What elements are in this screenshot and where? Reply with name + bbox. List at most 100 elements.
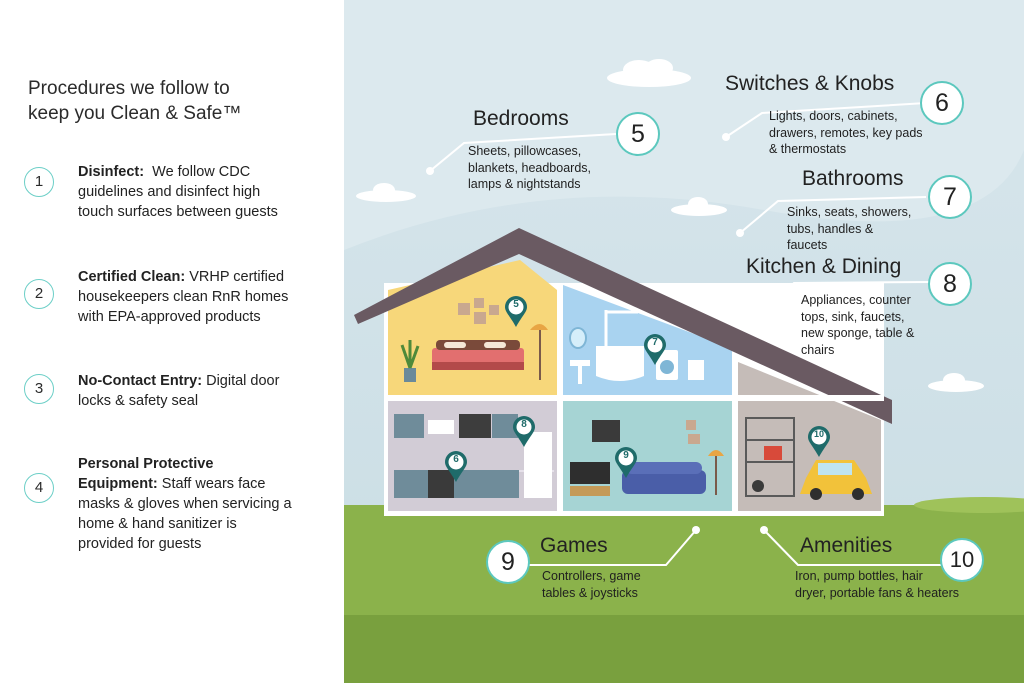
oven: [428, 470, 454, 498]
bulletin-board: [592, 420, 620, 442]
shower-curtain: [604, 310, 638, 350]
pin-number: 9: [623, 450, 629, 461]
pin-icon: 5: [504, 296, 528, 328]
pin-number: 7: [652, 337, 658, 348]
bed: [432, 348, 524, 364]
callout-amenities: Amenities Iron, pump bottles, hair dryer…: [795, 533, 959, 601]
callout-title: Games: [540, 534, 608, 557]
cloud-icon: [671, 197, 727, 216]
kitchen-cabinet: [394, 414, 424, 438]
cloud-icon: [356, 183, 416, 202]
procedure-label: Certified Clean:: [78, 269, 186, 285]
callout-switches-knobs: Switches & Knobs Lights, doors, cabinets…: [725, 71, 923, 158]
callout-line: faucets: [787, 238, 828, 252]
callout-number-badge: 9: [486, 540, 530, 584]
callout-line: tables & joysticks: [542, 585, 638, 600]
mirror: [569, 327, 587, 349]
pin-number: 8: [521, 419, 527, 430]
callout-line: Sheets, pillowcases,: [468, 144, 582, 158]
panel-title-line: Procedures we follow to: [28, 78, 230, 99]
cloud-icon: [607, 59, 691, 87]
procedure-text: No-Contact Entry: Digital door locks & s…: [78, 371, 328, 411]
bathtub: [596, 346, 644, 381]
procedure-label: Personal Protective: [78, 456, 214, 472]
callout-kitchen-dining: Kitchen & Dining Appliances, counter top…: [746, 254, 914, 358]
range-hood: [428, 420, 454, 434]
pin-icon: 9: [614, 447, 638, 479]
grass-hill: [914, 497, 1024, 513]
callout-description: Appliances, counter tops, sink, faucets,…: [801, 292, 914, 358]
callout-line: drawers, remotes, key pads: [769, 125, 923, 140]
callout-bathrooms: Bathrooms Sinks, seats, showers, tubs, h…: [787, 166, 911, 254]
procedure-label: Disinfect:: [78, 164, 145, 180]
procedure-description: locks & safety seal: [78, 393, 199, 409]
callout-line: tops, sink, faucets,: [801, 309, 905, 324]
procedure-description: masks & gloves when servicing a: [78, 496, 292, 512]
plant-pot: [404, 368, 416, 382]
callout-bedrooms: Bedrooms Sheets, pillowcases, blankets, …: [468, 106, 591, 193]
procedure-text: Personal Protective Equipment: Staff wea…: [78, 454, 328, 554]
procedure-description: Staff wears face: [161, 476, 266, 492]
garage-shelf: [745, 417, 795, 497]
panel-title: Procedures we follow to keep you Clean &…: [28, 76, 241, 126]
pin-number: 6: [453, 454, 459, 465]
grass-foreground: [344, 615, 1024, 683]
procedure-description: We follow CDC: [152, 164, 251, 180]
pin-icon: 6: [444, 451, 468, 483]
procedure-description: home & hand sanitizer is: [78, 516, 237, 532]
pin-icon: 7: [643, 334, 667, 366]
sky-swirl: [344, 0, 1024, 250]
plant: [400, 340, 420, 369]
procedure-description: touch surfaces between guests: [78, 204, 278, 220]
callout-number-badge: 5: [616, 112, 660, 156]
callout-description: Sinks, seats, showers, tubs, handles & f…: [787, 204, 911, 254]
procedure-text: Disinfect: We follow CDC guidelines and …: [78, 162, 328, 222]
procedure-description: with EPA-approved products: [78, 309, 261, 325]
callout-number-badge: 10: [940, 538, 984, 582]
callout-line: dryer, portable fans & heaters: [795, 585, 959, 600]
pin-icon: 8: [512, 416, 536, 448]
procedure-number-badge: 1: [24, 167, 54, 197]
procedure-description: provided for guests: [78, 536, 202, 552]
callout-games: Games Controllers, game tables & joystic…: [540, 533, 641, 601]
callout-line: new sponge, table &: [801, 326, 915, 340]
toilet: [688, 360, 704, 380]
callout-line: tubs, handles &: [787, 221, 874, 236]
callout-line: lamps & nightstands: [468, 177, 581, 191]
procedure-number-badge: 2: [24, 279, 54, 309]
callout-title: Amenities: [800, 534, 893, 557]
callout-description: Controllers, game tables & joysticks: [542, 568, 641, 601]
callout-number-badge: 6: [920, 81, 964, 125]
callout-line: blankets, headboards,: [468, 160, 592, 175]
callout-title: Bedrooms: [473, 107, 569, 130]
procedure-description: Digital door: [206, 373, 280, 389]
callout-description: Iron, pump bottles, hair dryer, portable…: [795, 568, 959, 601]
panel-title-line: keep you Clean & Safe™: [28, 103, 242, 124]
callout-title: Kitchen & Dining: [746, 255, 902, 278]
procedure-number-badge: 4: [24, 473, 54, 503]
pin-icon: 10: [807, 426, 831, 458]
procedure-description: housekeepers clean RnR homes: [78, 289, 289, 305]
callout-line: Iron, pump bottles, hair: [795, 569, 923, 583]
sofa: [622, 470, 706, 494]
callout-number-badge: 7: [928, 175, 972, 219]
callout-number-badge: 8: [928, 262, 972, 306]
callout-title: Bathrooms: [802, 167, 904, 190]
callout-description: Sheets, pillowcases, blankets, headboard…: [468, 143, 591, 193]
callout-title: Switches & Knobs: [725, 72, 895, 95]
callout-connectors: [429, 102, 944, 566]
procedure-label: No-Contact Entry:: [78, 373, 203, 389]
tv: [570, 462, 610, 484]
procedures-panel: Procedures we follow to keep you Clean &…: [0, 0, 344, 683]
kitchen-window: [459, 414, 491, 438]
sink: [570, 360, 590, 366]
house-scene: 5 7 8 6 9 10 Bedrooms Sheets, pillowcase…: [344, 0, 1024, 683]
callout-line: chairs: [801, 342, 835, 357]
procedure-number-badge: 3: [24, 374, 54, 404]
wall-frame: [458, 303, 470, 315]
callout-line: & thermostats: [769, 142, 847, 156]
cloud-icon: [928, 373, 984, 392]
callout-line: Appliances, counter: [801, 293, 911, 307]
procedure-label: Equipment:: [78, 476, 158, 492]
